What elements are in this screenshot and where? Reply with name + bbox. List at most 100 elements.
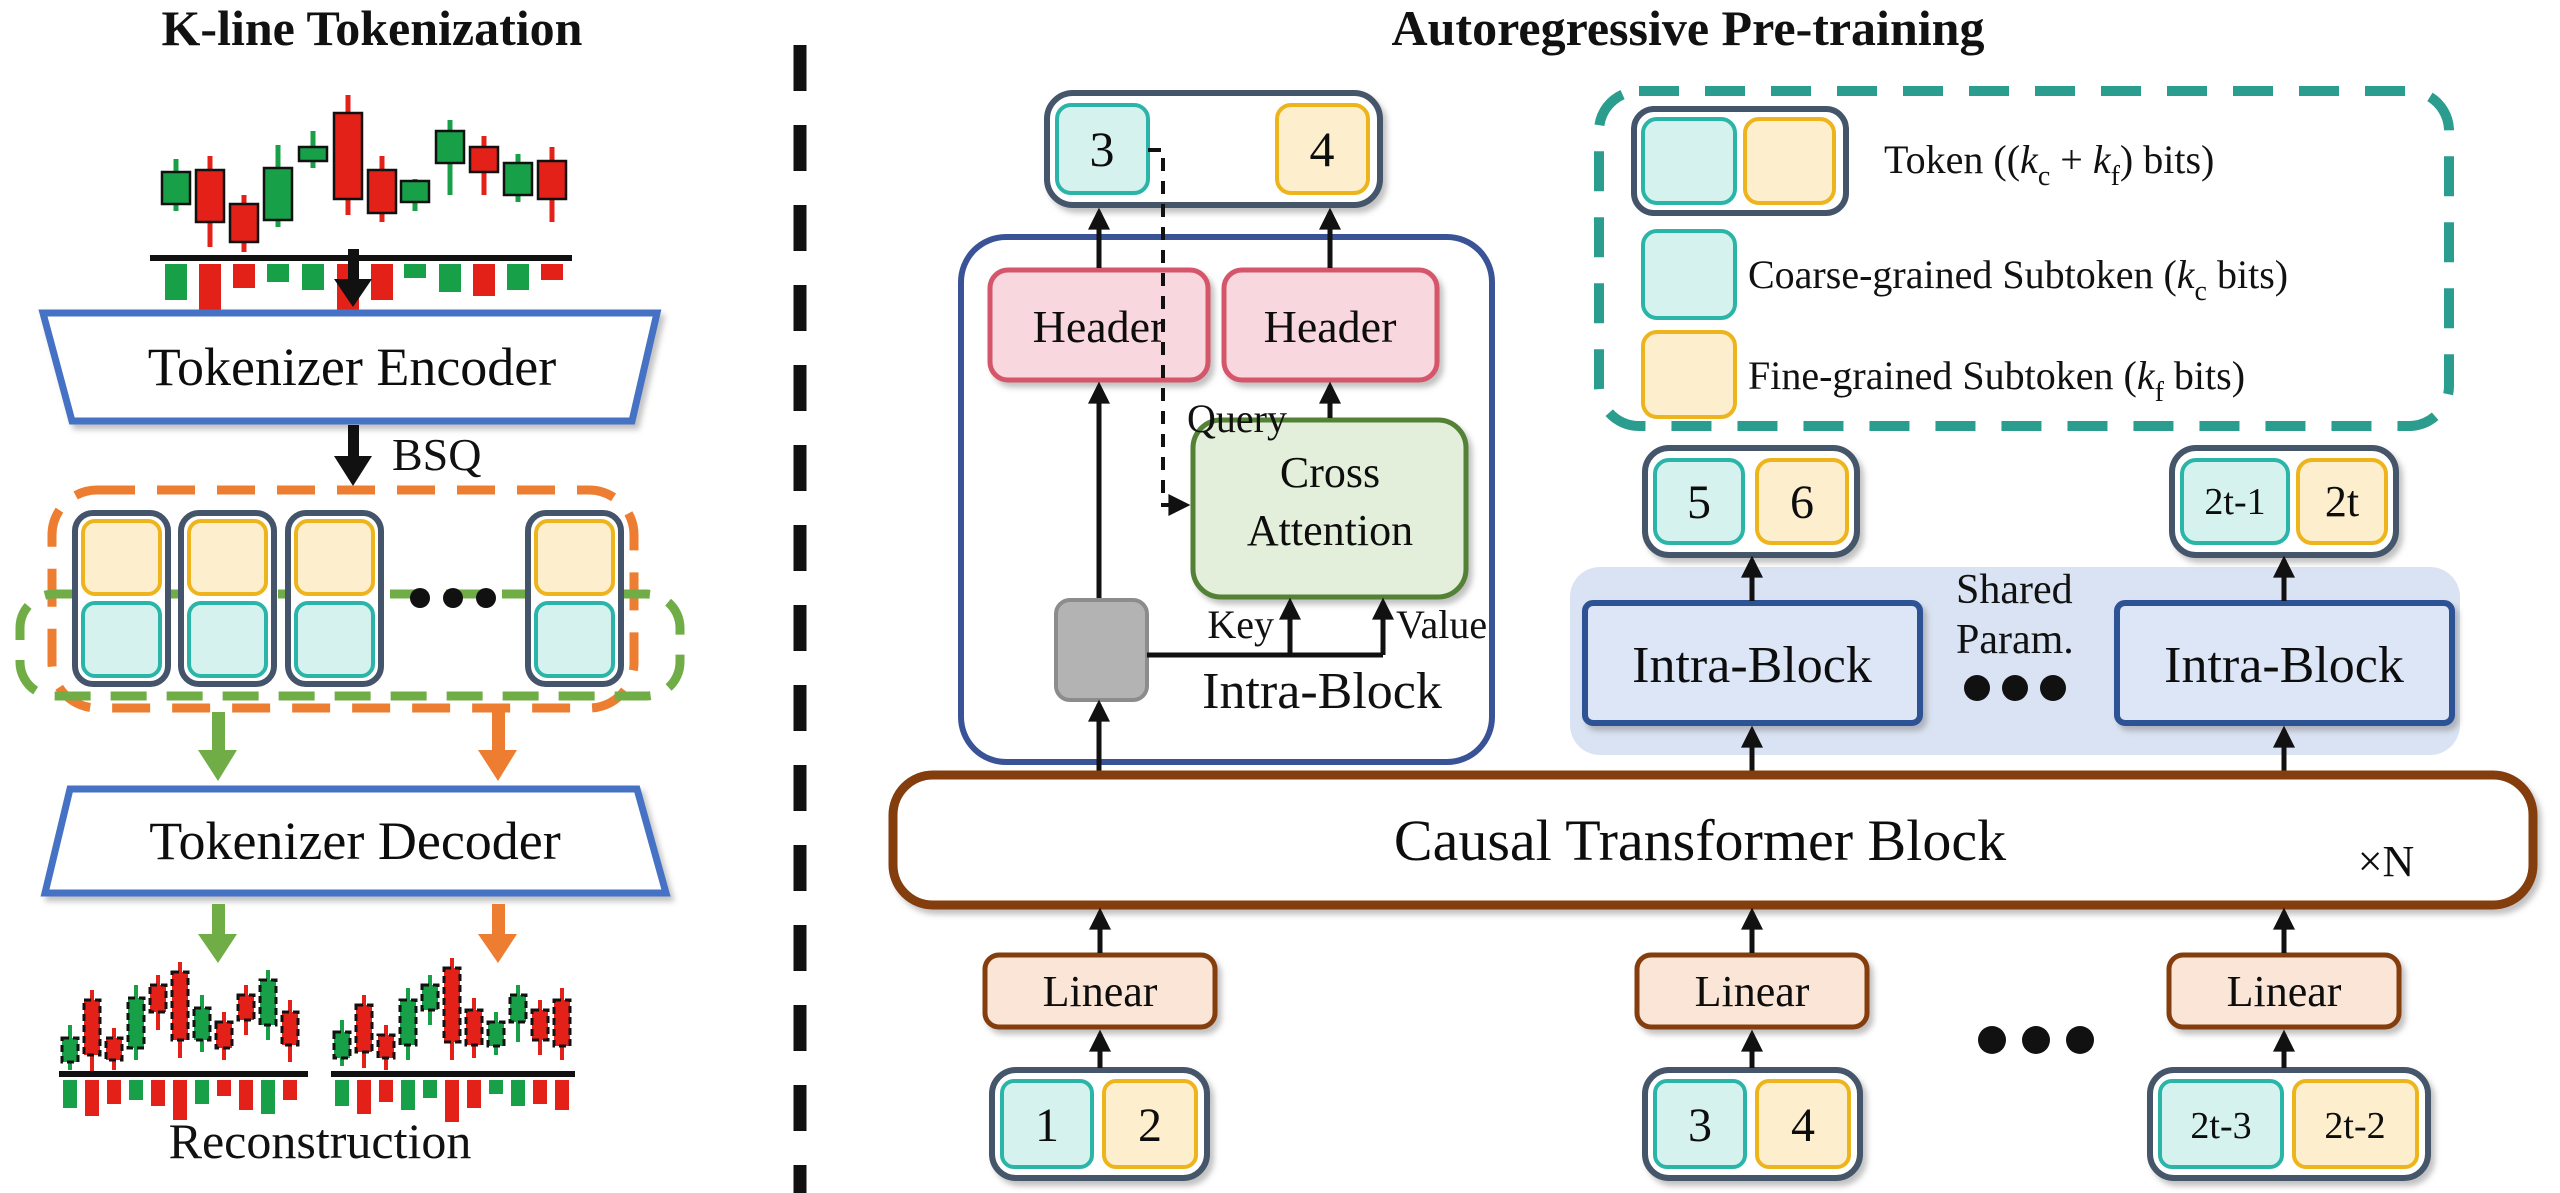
volume-bar bbox=[467, 1080, 481, 1108]
label-part: + bbox=[2050, 137, 2093, 182]
subtoken-label: 2 bbox=[1138, 1099, 1162, 1152]
linear-box: Linear bbox=[982, 952, 1218, 1030]
volume-bar bbox=[233, 264, 255, 288]
candle-body bbox=[398, 998, 418, 1047]
dot bbox=[2066, 1026, 2094, 1054]
volume-bar bbox=[473, 264, 495, 296]
coarse-subtoken bbox=[294, 601, 375, 678]
volume-bar bbox=[199, 264, 221, 310]
legend-token-label: Token ((kc + kf) bits) bbox=[1884, 137, 2214, 192]
predicted-token-box: 5 6 bbox=[1642, 445, 1860, 558]
fine-subtoken bbox=[294, 519, 375, 596]
label-part: k bbox=[2177, 252, 2196, 297]
encoder-shape bbox=[38, 309, 662, 425]
label-part: k bbox=[2137, 353, 2156, 398]
fine-subtoken bbox=[1102, 1079, 1198, 1169]
candle-body bbox=[126, 996, 146, 1050]
volume-bar bbox=[445, 1080, 459, 1122]
candle-body bbox=[468, 145, 500, 174]
dot bbox=[443, 588, 463, 608]
candle-body bbox=[332, 1030, 352, 1060]
query-label: Query bbox=[1187, 396, 1287, 441]
volume-bar bbox=[404, 264, 426, 278]
volume-bar bbox=[217, 1080, 231, 1096]
label-part: Coarse-grained Subtoken ( bbox=[1748, 252, 2177, 297]
candle-body bbox=[60, 1036, 80, 1064]
orange-down-arrow-icon bbox=[478, 712, 517, 781]
intra-block-label: Intra-Block bbox=[1202, 663, 1442, 720]
linear-box: Linear bbox=[2166, 952, 2402, 1030]
coarse-subtoken bbox=[81, 601, 162, 678]
label-part: Fine-grained Subtoken ( bbox=[1748, 353, 2137, 398]
intra-block-box: Intra-Block bbox=[1582, 600, 1923, 726]
candle-body bbox=[258, 978, 278, 1027]
volume-bar bbox=[283, 1080, 297, 1100]
repeat-count-label: ×N bbox=[2358, 837, 2415, 886]
arrow-shaft bbox=[492, 712, 505, 752]
bsq-arrow-icon bbox=[334, 425, 372, 486]
dot bbox=[2040, 675, 2066, 701]
hidden-state-box bbox=[1054, 598, 1149, 702]
input-token-box: 2t-3 2t-2 bbox=[2147, 1067, 2431, 1181]
subtoken-label: 1 bbox=[1035, 1099, 1059, 1152]
reconstruction-chart-left bbox=[59, 962, 308, 1120]
coarse-subtoken bbox=[2158, 1079, 2284, 1169]
candle-body bbox=[434, 129, 466, 165]
fine-subtoken bbox=[81, 519, 162, 596]
token-box bbox=[525, 510, 624, 687]
volume-bar bbox=[267, 264, 289, 282]
candle-body bbox=[297, 145, 329, 163]
autoregressive-pretraining-panel: Autoregressive Pre-training 3 4 Header H… bbox=[888, 0, 2538, 1181]
candle-body bbox=[194, 168, 226, 224]
dot bbox=[2002, 675, 2028, 701]
volume-bar bbox=[165, 264, 187, 300]
ctb-shape bbox=[888, 770, 2538, 910]
intra-block-label: Intra-Block bbox=[1632, 637, 1872, 694]
causal-transformer-block: Causal Transformer Block ×N bbox=[888, 770, 2538, 910]
left-panel-title: K-line Tokenization bbox=[162, 0, 583, 56]
query-dashed-arrow bbox=[1148, 148, 1191, 516]
volume-bar bbox=[533, 1080, 547, 1104]
legend: Token ((kc + kf) bits) Coarse-grained Su… bbox=[1594, 86, 2454, 431]
candle-body bbox=[262, 166, 294, 222]
input-token-box: 3 4 bbox=[1642, 1067, 1863, 1181]
reconstruction-label: Reconstruction bbox=[169, 1113, 472, 1169]
legend-dashed-border bbox=[1594, 86, 2454, 431]
token-box bbox=[285, 510, 384, 687]
header-shape bbox=[1221, 267, 1440, 383]
candle-body bbox=[332, 111, 364, 201]
arrow-head bbox=[334, 279, 372, 307]
intra-block-label: Intra-Block bbox=[2164, 637, 2404, 694]
arrow-shaft bbox=[348, 249, 359, 281]
label-sub: f bbox=[2155, 377, 2165, 408]
candle-body bbox=[502, 161, 534, 197]
linear-label: Linear bbox=[1043, 967, 1158, 1016]
candle-body bbox=[228, 202, 260, 244]
coarse-subtoken bbox=[1653, 1079, 1747, 1169]
candle-body bbox=[464, 1008, 484, 1047]
volume-bar bbox=[371, 264, 393, 300]
label-sub: c bbox=[2195, 276, 2207, 307]
candle-body bbox=[508, 993, 528, 1024]
shared-param-label-line2: Param. bbox=[1956, 617, 2074, 663]
dot bbox=[2022, 1026, 2050, 1054]
candle-body bbox=[552, 998, 572, 1048]
token-sequence-group bbox=[15, 485, 685, 713]
arrow-head bbox=[478, 934, 517, 963]
ellipsis-dots bbox=[410, 588, 496, 608]
volume-bar bbox=[423, 1080, 437, 1098]
volume-bar bbox=[63, 1080, 77, 1108]
label-sub: f bbox=[2111, 161, 2121, 192]
coarse-subtoken bbox=[1653, 458, 1745, 545]
volume-bar bbox=[335, 1080, 349, 1106]
candle-body bbox=[354, 1003, 374, 1054]
candle-body bbox=[376, 1033, 396, 1060]
candle-body bbox=[280, 1010, 300, 1047]
volume-bar bbox=[379, 1080, 393, 1102]
subtoken-label: 5 bbox=[1687, 476, 1711, 529]
linear-shape bbox=[982, 952, 1218, 1030]
volume-bar bbox=[129, 1080, 143, 1100]
volume-bar bbox=[489, 1080, 503, 1094]
candle-body bbox=[160, 170, 192, 206]
subtoken-label: 3 bbox=[1688, 1099, 1712, 1152]
